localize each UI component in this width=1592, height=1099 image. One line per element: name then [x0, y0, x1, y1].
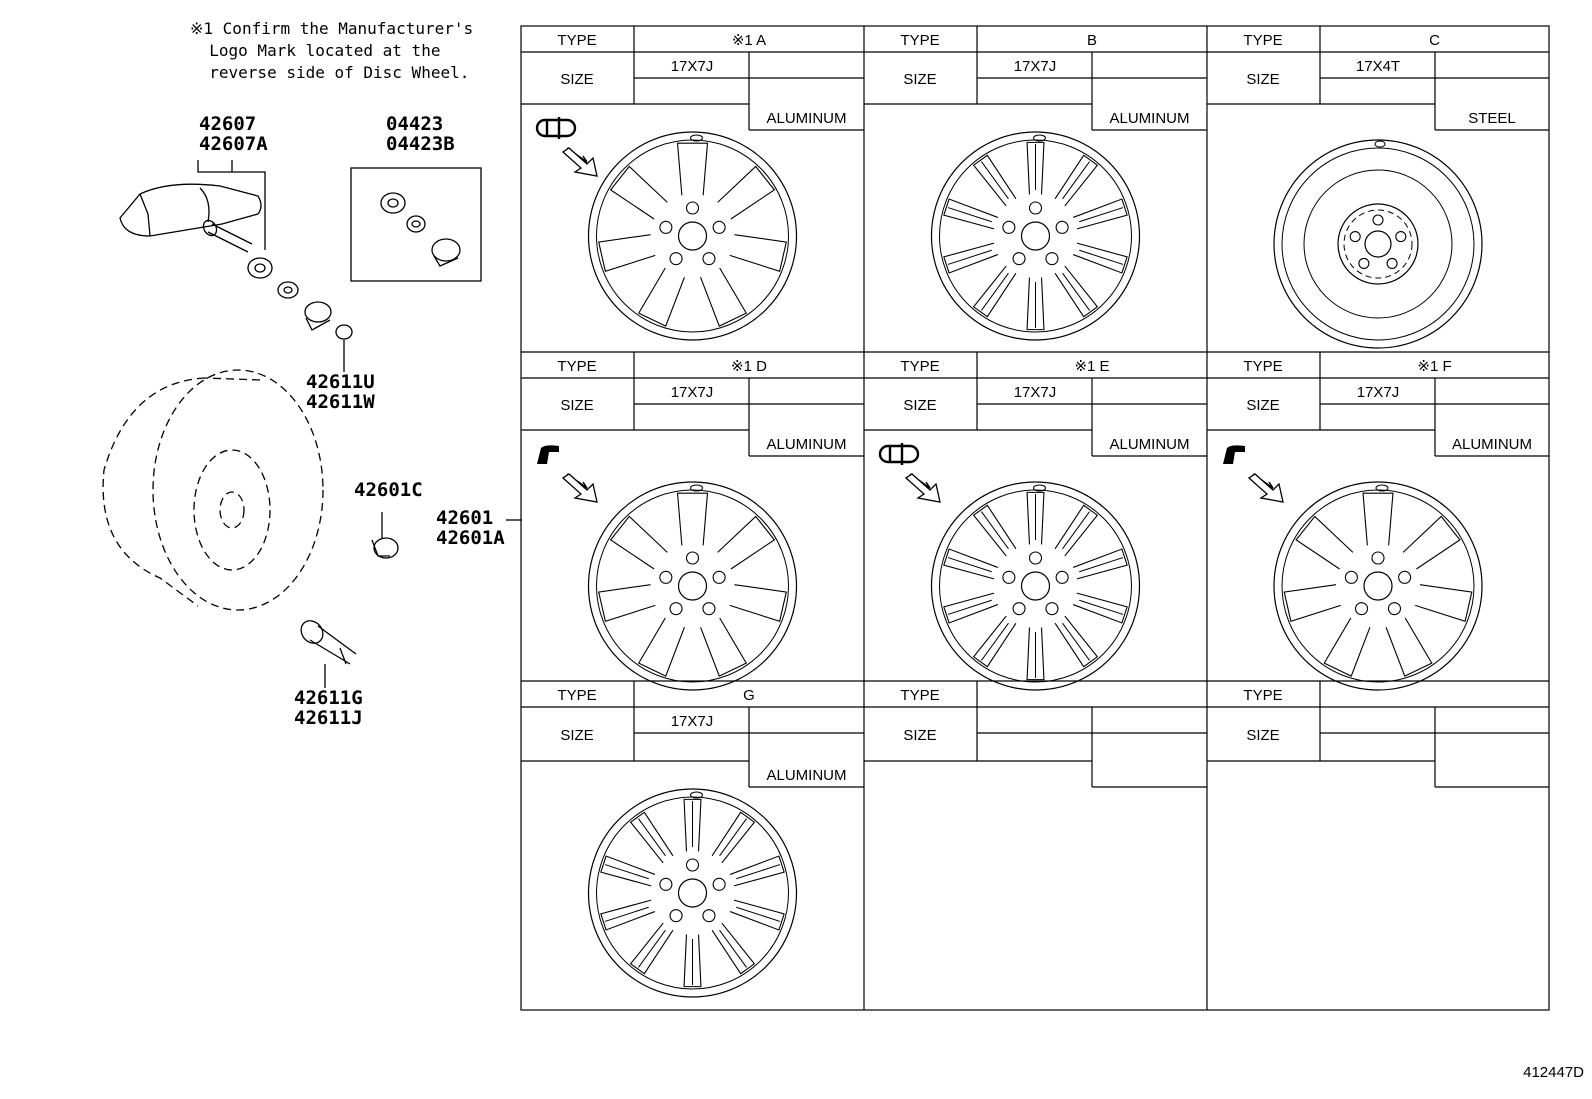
wheel-cell[interactable]: TYPE ※1 E SIZE 17X7J ALUMINUM: [864, 352, 1207, 691]
size-value: 17X7J: [671, 384, 714, 401]
type-value: B: [1087, 32, 1097, 49]
type-label: TYPE: [900, 32, 939, 49]
part-number-text: 04423B: [386, 133, 455, 155]
leader-line: [197, 160, 266, 250]
part-number-valve-cap[interactable]: 42611U 42611W: [306, 372, 375, 412]
note-line-3: reverse side of Disc Wheel.: [209, 63, 470, 82]
valve-cap-icon: [335, 324, 353, 340]
type-value: G: [743, 687, 755, 704]
type-value: ※1 A: [732, 32, 766, 49]
note-line-2: Logo Mark located at the: [209, 41, 441, 60]
size-value: 17X7J: [1014, 58, 1057, 75]
type-label: TYPE: [1243, 32, 1282, 49]
lug-mark-icon: [537, 445, 559, 464]
type-label: TYPE: [900, 687, 939, 704]
material-label: STEEL: [1468, 110, 1516, 127]
table-border: [520, 25, 1550, 1011]
arrow-icon: [904, 473, 941, 503]
wheel-cell[interactable]: TYPE SIZE: [1207, 681, 1549, 788]
part-number-text: 42611J: [294, 707, 363, 729]
arrow-icon: [561, 147, 598, 177]
sensor-nut-icon: [247, 257, 273, 279]
material-label: ALUMINUM: [766, 436, 846, 453]
type-label: TYPE: [557, 687, 596, 704]
part-number-sensor[interactable]: 42607 42607A: [199, 114, 268, 154]
size-label: SIZE: [560, 727, 593, 744]
material-label: ALUMINUM: [766, 767, 846, 784]
type-label: TYPE: [1243, 687, 1282, 704]
wheel-drawing-icon: [1273, 139, 1483, 349]
wheel-cell[interactable]: TYPE G SIZE 17X7J ALUMINUM: [521, 681, 864, 998]
type-label: TYPE: [557, 32, 596, 49]
size-value: 17X7J: [1357, 384, 1400, 401]
type-value: ※1 F: [1417, 358, 1451, 375]
size-value: 17X7J: [671, 58, 714, 75]
washer-icon: [277, 281, 299, 299]
diagram-id: 412447D: [1523, 1064, 1584, 1081]
size-value: 17X4T: [1356, 58, 1400, 75]
wheel-cell[interactable]: TYPE ※1 F SIZE 17X7J ALUMINUM: [1207, 352, 1549, 691]
type-value: ※1 D: [731, 358, 767, 375]
tire-icon: [102, 369, 324, 611]
size-label: SIZE: [903, 71, 936, 88]
part-number-valve[interactable]: 42611G 42611J: [294, 688, 363, 728]
type-label: TYPE: [557, 358, 596, 375]
size-value: 17X7J: [1014, 384, 1057, 401]
part-number-text: 42601C: [354, 479, 423, 501]
size-label: SIZE: [903, 727, 936, 744]
hub-nut-icon: [371, 512, 399, 559]
size-label: SIZE: [1246, 397, 1279, 414]
wheel-drawing-icon: [587, 131, 798, 341]
wheel-cell[interactable]: TYPE B SIZE 17X7J ALUMINUM: [864, 26, 1207, 341]
wheel-drawing-icon: [587, 788, 798, 998]
part-number-text: 42611W: [306, 391, 375, 413]
part-number-hub-nut[interactable]: 42601C: [354, 480, 423, 500]
wheel-cell[interactable]: TYPE ※1 A SIZE 17X7J ALUMINUM: [521, 26, 864, 341]
size-label: SIZE: [1246, 727, 1279, 744]
size-label: SIZE: [560, 397, 593, 414]
valve-stem-icon: [300, 620, 357, 688]
arrow-icon: [1247, 473, 1284, 503]
part-number-text: 04423: [386, 113, 444, 135]
size-label: SIZE: [560, 71, 593, 88]
wheel-drawing-icon: [930, 481, 1141, 691]
lug-mark-icon: [1223, 445, 1245, 464]
size-label: SIZE: [903, 397, 936, 414]
part-number-text: 42611U: [306, 371, 375, 393]
material-label: ALUMINUM: [1109, 436, 1189, 453]
part-number-text: 42607A: [199, 133, 268, 155]
part-number-valve-kit[interactable]: 04423 04423B: [386, 114, 455, 154]
arrow-icon: [561, 473, 598, 503]
tpms-sensor-icon[interactable]: [119, 183, 262, 253]
type-label: TYPE: [900, 358, 939, 375]
part-number-text: 42601A: [436, 527, 505, 549]
part-number-text: 42601: [436, 507, 494, 529]
valve-kit-box: [350, 167, 482, 282]
manufacturer-note: ※1 Confirm the Manufacturer's Logo Mark …: [190, 18, 473, 84]
valve-kit-parts-icon: [380, 192, 461, 267]
material-label: ALUMINUM: [1452, 436, 1532, 453]
size-label: SIZE: [1246, 71, 1279, 88]
part-number-text: 42611G: [294, 687, 363, 709]
part-number-text: 42607: [199, 113, 257, 135]
type-label: TYPE: [1243, 358, 1282, 375]
wheel-drawing-icon: [930, 131, 1141, 341]
wheel-type-table: TYPE ※1 A SIZE 17X7J ALUMINUM TYPE B SIZE 17X7J A…: [520, 25, 1550, 1011]
material-label: ALUMINUM: [766, 110, 846, 127]
type-value: ※1 E: [1074, 358, 1109, 375]
valve-core-icon: [304, 301, 332, 331]
wheel-cell[interactable]: TYPE SIZE: [864, 681, 1207, 788]
type-value: C: [1429, 32, 1440, 49]
wheel-drawing-icon: [1273, 481, 1483, 691]
material-label: ALUMINUM: [1109, 110, 1189, 127]
size-value: 17X7J: [671, 713, 714, 730]
wheel-cell[interactable]: TYPE ※1 D SIZE 17X7J ALUMINUM: [521, 352, 864, 691]
valve-mark-icon: [878, 443, 920, 465]
wheel-cell[interactable]: TYPE C SIZE 17X4T STEEL: [1207, 26, 1549, 349]
wheel-drawing-icon: [587, 481, 798, 691]
valve-mark-icon: [535, 117, 577, 139]
part-number-wheel[interactable]: 42601 42601A: [436, 508, 505, 548]
note-line-1: ※1 Confirm the Manufacturer's: [190, 19, 474, 38]
